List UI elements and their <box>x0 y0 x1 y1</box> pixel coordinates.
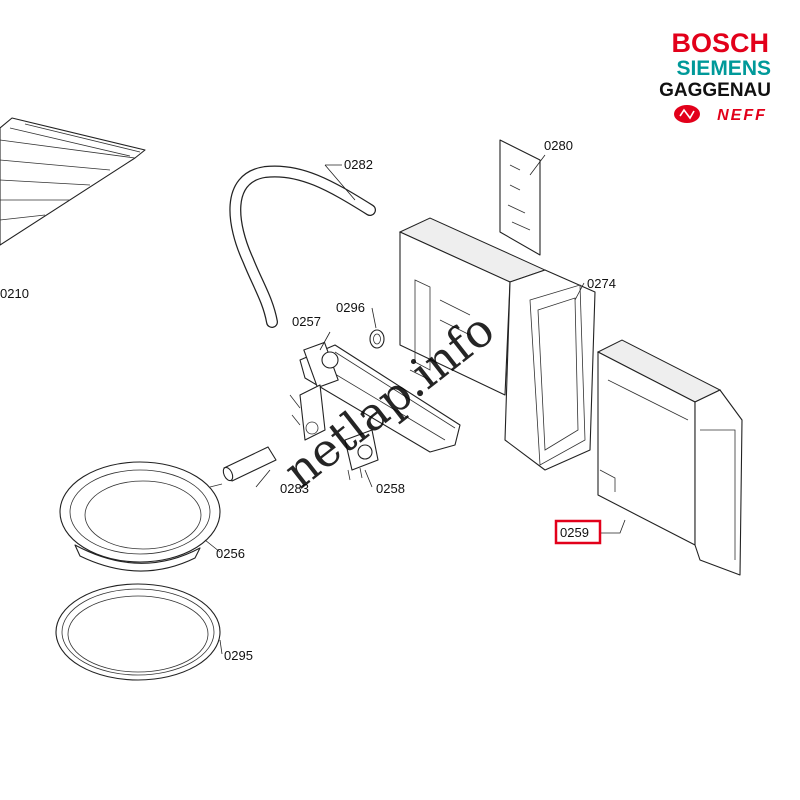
part-0296-oring <box>369 329 385 349</box>
part-labels: 0210 0282 0280 0296 0257 0274 0283 0258 … <box>0 138 616 663</box>
part-0280-plate <box>499 139 541 256</box>
neff-logo: NEFF <box>674 105 767 124</box>
label-0283: 0283 <box>280 481 309 496</box>
part-0295-gasket-ring <box>55 583 221 681</box>
label-0257: 0257 <box>292 314 321 329</box>
leader-lines <box>204 154 626 655</box>
label-0256: 0256 <box>216 546 245 561</box>
gaggenau-logo: GAGGENAU <box>659 80 771 101</box>
label-0258: 0258 <box>376 481 405 496</box>
part-0283-tube <box>222 446 277 482</box>
label-0274: 0274 <box>587 276 616 291</box>
brand-logo-block: BOSCH SIEMENS GAGGENAU NEFF <box>659 28 771 124</box>
siemens-logo: SIEMENS <box>676 57 771 80</box>
part-0256-bowl <box>59 461 223 572</box>
part-0259-cover-panel <box>596 339 743 576</box>
label-0282: 0282 <box>344 157 373 172</box>
label-0280: 0280 <box>544 138 573 153</box>
label-0295: 0295 <box>224 648 253 663</box>
bosch-logo: BOSCH <box>671 28 769 58</box>
part-0274-tank-housing <box>398 217 596 471</box>
label-0210: 0210 <box>0 286 29 301</box>
label-0296: 0296 <box>336 300 365 315</box>
neff-logo-text: NEFF <box>717 107 767 124</box>
part-0258-pump <box>344 429 379 481</box>
highlight-box-0259 <box>554 519 602 545</box>
part-0210-tray <box>0 117 146 246</box>
part-0257-valve-assembly <box>289 341 461 453</box>
label-0259[interactable]: 0259 <box>560 525 589 540</box>
part-0282-hose <box>229 165 376 328</box>
